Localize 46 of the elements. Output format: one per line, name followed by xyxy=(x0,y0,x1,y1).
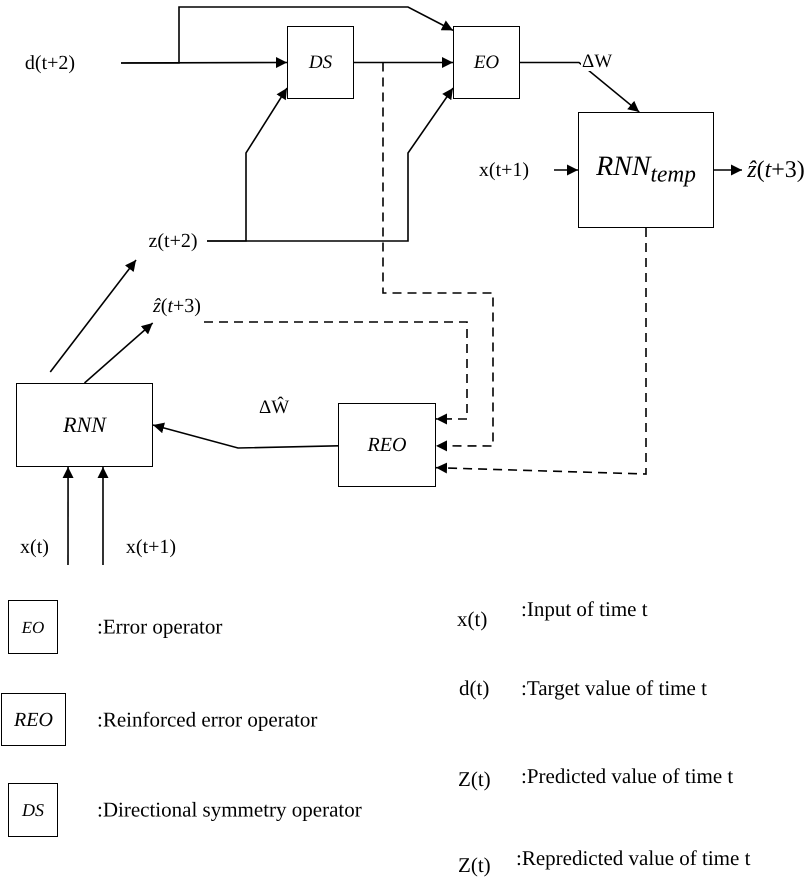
box-label: DS xyxy=(22,801,44,819)
operator-box xyxy=(287,26,354,99)
arrow xyxy=(520,62,640,113)
input-label: x(t+1) xyxy=(478,160,530,180)
output-label: ẑ(t+3) xyxy=(153,296,201,316)
arrow xyxy=(50,260,137,372)
arrow xyxy=(84,322,154,384)
arrow xyxy=(554,164,578,176)
input-label: x(t) xyxy=(20,537,49,557)
legend-description: :Reinforced error operator xyxy=(97,707,318,732)
legend-description: :Target value of time t xyxy=(521,678,707,699)
input-label: d(t+2) xyxy=(24,53,76,73)
legend-description: :Error operator xyxy=(97,614,222,640)
legend-description: :Input of time t xyxy=(521,599,648,620)
symbol-label: d(t) xyxy=(459,678,490,699)
arrow xyxy=(354,57,453,68)
box-label: REO xyxy=(368,435,406,455)
legend-description: :Directional symmetry operator xyxy=(97,798,362,822)
symbol-label: x(t) xyxy=(457,609,488,630)
input-label: x(t+1) xyxy=(126,537,176,557)
legend-description: :Repredicted value of time t xyxy=(516,848,750,869)
edge-label: ΔW xyxy=(581,52,614,71)
network-box xyxy=(16,383,153,467)
operator-box xyxy=(453,26,520,99)
arrow xyxy=(207,88,454,242)
dashed-arrow xyxy=(382,62,494,452)
operator-box xyxy=(338,403,436,487)
arrow xyxy=(152,422,338,449)
arrow xyxy=(62,467,74,565)
arrow xyxy=(714,164,742,176)
legend-description: :Predicted value of time t xyxy=(521,766,734,787)
box-label: RNN$_{temp}$ xyxy=(596,153,696,187)
dashed-arrow xyxy=(436,228,647,475)
arrow xyxy=(121,6,454,64)
box-label: EO xyxy=(474,53,500,72)
dashed-arrow xyxy=(204,321,468,424)
box-label: DS xyxy=(308,53,332,72)
box-label: REO xyxy=(14,710,53,730)
box-label: EO xyxy=(22,618,44,636)
network-box xyxy=(578,112,714,228)
output-label: ẑ(t+3) xyxy=(747,158,805,182)
box-label: RNN xyxy=(63,414,106,436)
symbol-label: Z(t) xyxy=(458,855,491,876)
symbol-label: Z(t) xyxy=(458,769,491,790)
arrow xyxy=(98,467,108,565)
output-label: z(t+2) xyxy=(148,231,198,251)
